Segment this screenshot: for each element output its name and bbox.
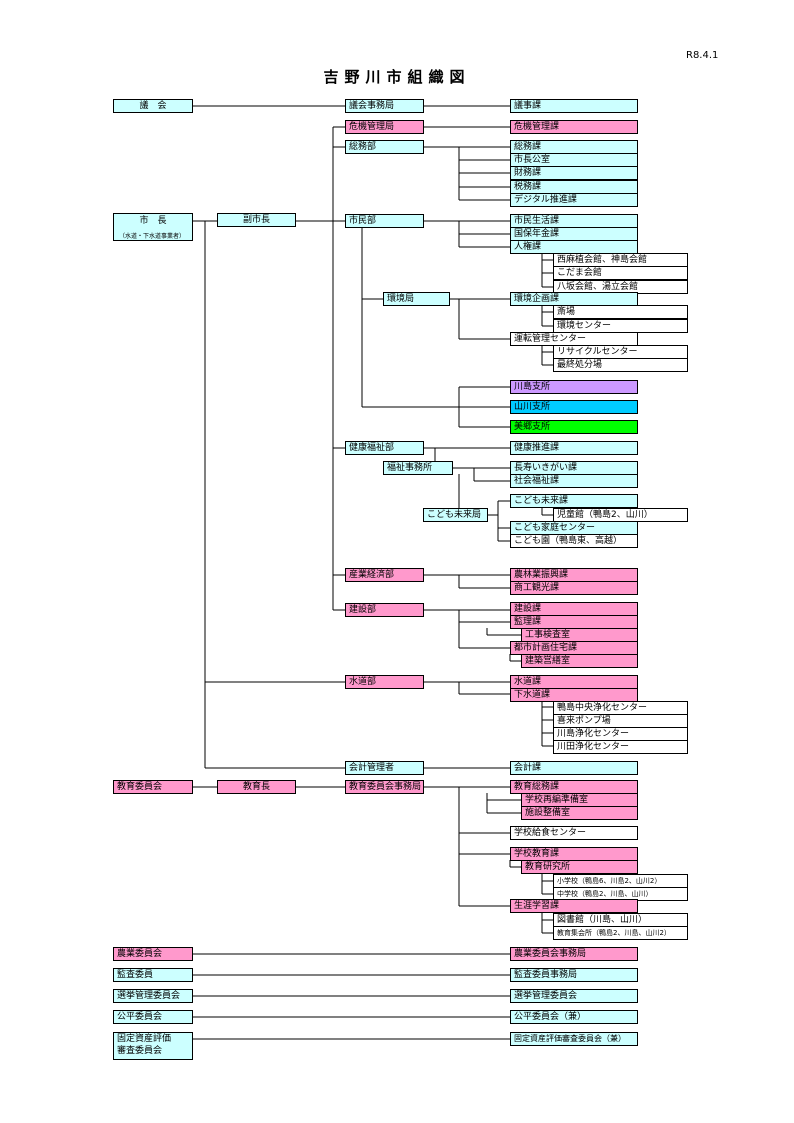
box-kaikan2: こだま会館 (553, 266, 688, 280)
box-kyoikucho: 教育長 (217, 780, 296, 794)
box-kaikei-ka: 会計課 (510, 761, 638, 775)
box-misato-shisho: 美郷支所 (510, 420, 638, 434)
box-shoko: 商工観光課 (510, 581, 638, 595)
box-nogyo-iin: 農業委員会 (113, 947, 193, 961)
box-kamojima-jouka: 鴨島中央浄化センター (553, 701, 688, 715)
box-kohei-ken: 公平委員会（兼） (510, 1010, 638, 1024)
box-kansa-jimu: 監査委員事務局 (510, 968, 638, 982)
box-kiki-kyoku: 危機管理局 (345, 120, 424, 134)
box-shicho-label: 市 長 (139, 216, 167, 226)
box-giji: 議事課 (510, 99, 638, 113)
box-koji: 工事検査室 (521, 628, 638, 642)
box-katei: こども家庭センター (510, 521, 638, 535)
box-unten: 運転管理センター (510, 332, 638, 346)
box-suido-bu: 水道部 (345, 675, 424, 689)
box-norin: 農林業振興課 (510, 568, 638, 582)
box-shisetsu: 施設整備室 (521, 806, 638, 820)
box-sangyo-bu: 産業経済部 (345, 568, 424, 582)
box-kyoiku-iin: 教育委員会 (113, 780, 193, 794)
box-digital: デジタル推進課 (510, 193, 638, 207)
box-kodomo-ka: こども未来課 (510, 494, 638, 508)
box-kyoiku-somu: 教育総務課 (510, 780, 638, 794)
box-kodomo-kyoku: こども未来局 (423, 508, 488, 522)
box-kodomoen: こども園（鴨島東、高越） (510, 534, 638, 548)
box-tosho: 図書館（川島、山川） (553, 913, 688, 927)
box-senkyo-jimu: 選挙管理委員会 (510, 989, 638, 1003)
box-gakko-saihen: 学校再編準備室 (521, 793, 638, 807)
box-kensetsu-ka: 建設課 (510, 602, 638, 616)
box-toshi: 都市計画住宅課 (510, 641, 638, 655)
box-shakai: 社会福祉課 (510, 474, 638, 488)
box-kirai: 喜来ポンプ場 (553, 714, 688, 728)
box-kaikan1: 西麻植会館、神島会館 (553, 253, 688, 267)
box-kensetsu-bu: 建設部 (345, 603, 424, 617)
box-zeimu: 税務課 (510, 180, 638, 194)
box-shimin-seikatsu: 市民生活課 (510, 214, 638, 228)
box-kyoiku-jimu: 教育委員会事務局 (345, 780, 424, 794)
box-shicho-ko: 市長公室 (510, 153, 638, 167)
box-somu-bu: 総務部 (345, 140, 424, 154)
box-recycle: リサイクルセンター (553, 345, 688, 359)
box-kawata-jouka: 川田浄化センター (553, 740, 688, 754)
box-kiki-ka: 危機管理課 (510, 120, 638, 134)
box-kokuho: 国保年金課 (510, 227, 638, 241)
box-jidokan: 児童館（鴨島2、山川） (553, 508, 688, 522)
box-kawashima-jouka: 川島浄化センター (553, 727, 688, 741)
box-zaimu: 財務課 (510, 166, 638, 180)
box-gikai-jimu: 議会事務局 (345, 99, 424, 113)
box-fukushicho: 副市長 (217, 213, 296, 227)
box-fukushi-jimu: 福祉事務所 (383, 461, 453, 475)
box-jinken: 人権課 (510, 240, 638, 254)
box-kenko-suishin: 健康推進課 (510, 441, 638, 455)
box-nogyo-jimu: 農業委員会事務局 (510, 947, 638, 961)
date-label: R8.4.1 (686, 50, 719, 61)
box-shogai: 生涯学習課 (510, 899, 638, 913)
box-kohei-iin: 公平委員会 (113, 1010, 193, 1024)
box-saishu: 最終処分場 (553, 358, 688, 372)
box-chouju: 長寿いきがい課 (510, 461, 638, 475)
box-yamakawa-shisho: 山川支所 (510, 400, 638, 414)
box-kotei-iin-line2: 審査委員会 (117, 1046, 163, 1056)
box-gesui: 下水道課 (510, 688, 638, 702)
box-gakko-kyoiku: 学校教育課 (510, 847, 638, 861)
box-kawashima-shisho: 川島支所 (510, 380, 638, 394)
box-kotei-iin: 固定資産評価 審査委員会 (113, 1032, 193, 1060)
box-shogakko: 小学校（鴨島6、川島2、山川2） (553, 874, 688, 888)
box-gikai: 議 会 (113, 99, 193, 113)
box-senkyo-iin: 選挙管理委員会 (113, 989, 193, 1003)
box-kaikei-kanri: 会計管理者 (345, 761, 424, 775)
box-kankyo-kikaku: 環境企画課 (510, 292, 638, 306)
box-kotei-iin-line1: 固定資産評価 (117, 1034, 172, 1044)
box-somu-ka: 総務課 (510, 140, 638, 154)
box-kenkyu: 教育研究所 (521, 860, 638, 874)
box-shukai: 教育集会所（鴨島2、川島、山川2） (553, 926, 688, 940)
box-eizen: 建築営繕室 (521, 654, 638, 668)
box-kanri-ka: 監理課 (510, 615, 638, 629)
box-kankyo-center: 環境センター (553, 319, 688, 333)
box-kankyo-kyoku: 環境局 (383, 292, 450, 306)
box-kansa-iin: 監査委員 (113, 968, 193, 982)
page-title: 吉野川市組織図 (323, 68, 471, 86)
mayor-note: （水道・下水道事業者） (119, 233, 186, 240)
box-kotei-ken: 固定資産評価審査委員会（兼） (510, 1032, 638, 1046)
box-shicho: 市 長 (113, 213, 193, 241)
box-kyushoku: 学校給食センター (510, 826, 638, 840)
box-kenko-bu: 健康福祉部 (345, 441, 424, 455)
box-shimin-bu: 市民部 (345, 214, 424, 228)
box-saijo: 斎場 (553, 305, 688, 319)
box-suido-ka: 水道課 (510, 675, 638, 689)
